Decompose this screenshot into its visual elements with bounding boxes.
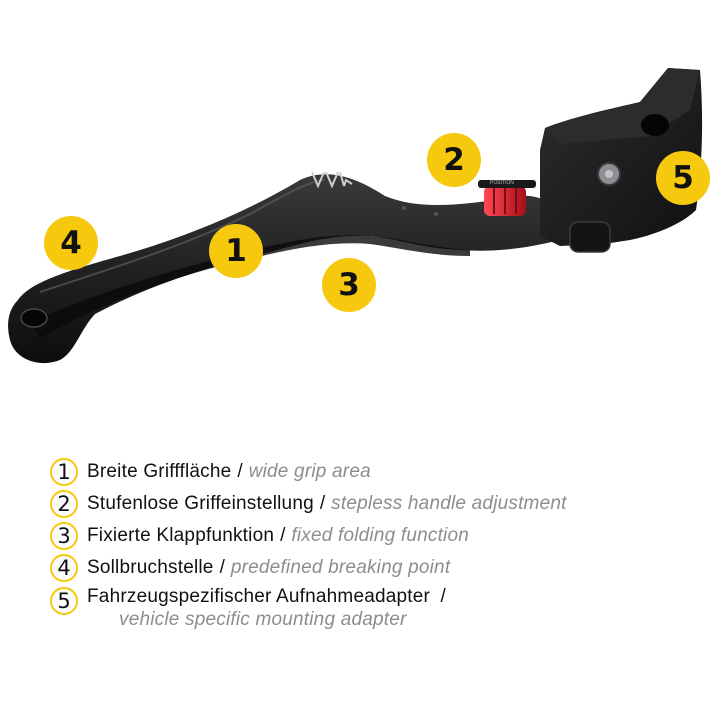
legend-number: 5 xyxy=(50,587,78,615)
legend-separator: / xyxy=(219,557,225,578)
legend-separator: / xyxy=(319,493,326,514)
callout-marker-1: 1 xyxy=(209,224,263,278)
callout-marker-5: 5 xyxy=(656,151,710,205)
pivot-bolt-center xyxy=(605,170,613,178)
legend-number: 4 xyxy=(50,554,78,582)
legend-text-block: Fahrzeugspezifischer Aufnahmeadapter / v… xyxy=(87,586,452,631)
legend-german: Breite Grifffläche xyxy=(87,461,232,482)
legend-english: predefined breaking point xyxy=(230,557,451,578)
adjuster-engraving: POSITION xyxy=(490,180,514,186)
legend-number: 1 xyxy=(50,458,78,486)
legend-separator: / xyxy=(237,461,243,482)
lever-eyelet-hole xyxy=(20,308,48,328)
legend-number: 2 xyxy=(50,490,78,518)
lever-screw xyxy=(434,212,438,216)
legend-item-3: 3 Fixierte Klappfunktion / fixed folding… xyxy=(50,520,710,552)
legend-separator: / xyxy=(280,525,286,546)
legend-german: Fixierte Klappfunktion xyxy=(87,525,275,546)
lever-highlight xyxy=(39,179,326,293)
lever-arm xyxy=(8,174,561,364)
legend-item-1: 1 Breite Grifffläche / wide grip area xyxy=(50,456,710,488)
legend-separator: / xyxy=(440,586,446,607)
legend-english: stepless handle adjustment xyxy=(331,493,567,514)
legend-german: Stufenlose Griffeinstellung xyxy=(87,493,314,514)
folding-release-button xyxy=(569,221,611,253)
legend-number: 3 xyxy=(50,522,78,550)
legend-german: Sollbruchstelle xyxy=(87,557,214,578)
legend-german: Fahrzeugspezifischer Aufnahmeadapter xyxy=(87,586,431,607)
legend-item-2: 2 Stufenlose Griffeinstellung / stepless… xyxy=(50,488,710,520)
legend-item-5: 5 Fahrzeugspezifischer Aufnahmeadapter /… xyxy=(50,584,710,644)
feature-legend: 1 Breite Grifffläche / wide grip area 2 … xyxy=(50,456,710,644)
callout-marker-2: 2 xyxy=(427,133,481,187)
callout-marker-4: 4 xyxy=(44,216,98,270)
legend-english: fixed folding function xyxy=(291,525,470,546)
vvr-logo xyxy=(311,171,353,189)
brake-lever-illustration: POSITION xyxy=(8,68,703,364)
lever-screw xyxy=(402,206,406,210)
adjuster-housing xyxy=(478,180,536,188)
legend-english: wide grip area xyxy=(248,461,371,482)
legend-item-4: 4 Sollbruchstelle / predefined breaking … xyxy=(50,552,710,584)
legend-english: vehicle specific mounting adapter xyxy=(119,609,407,630)
mounting-bolt-hole xyxy=(641,114,669,136)
callout-marker-3: 3 xyxy=(322,258,376,312)
